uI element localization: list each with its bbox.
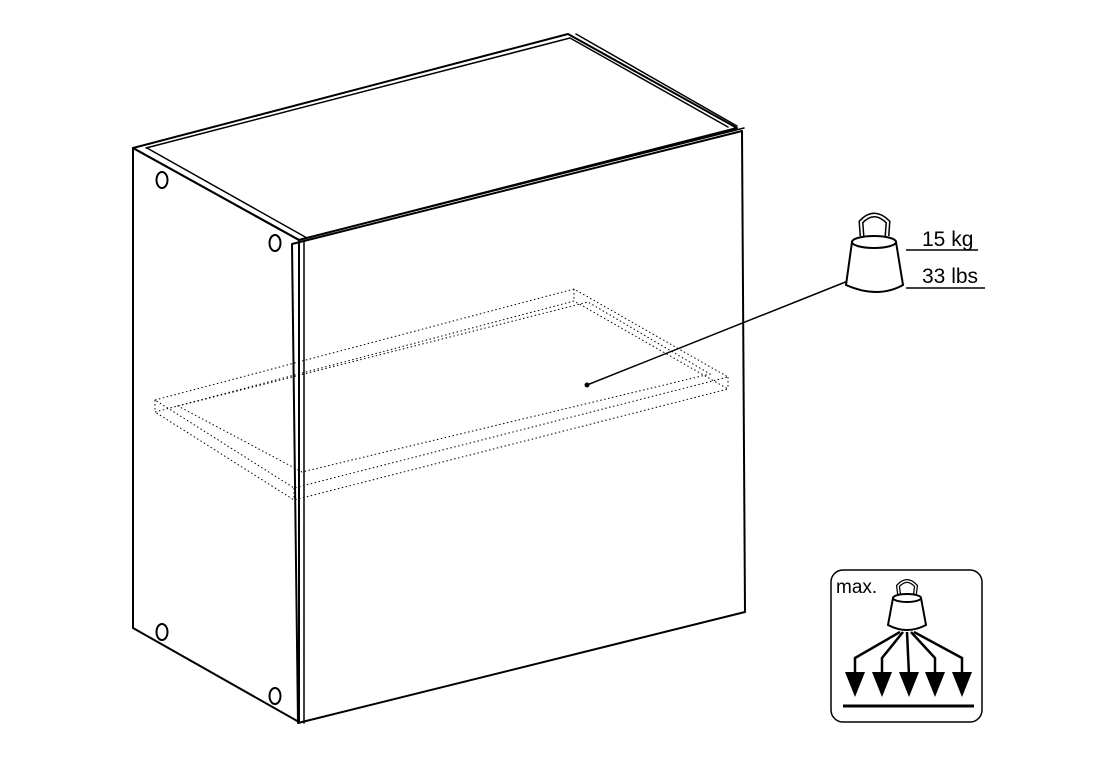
weight-icon — [844, 212, 905, 293]
dowel-hole — [268, 234, 282, 252]
door-edge-top — [297, 127, 745, 241]
dowel-hole — [268, 687, 282, 705]
weight-lbs-label: 33 lbs — [922, 265, 979, 288]
down-arrow-icon — [925, 672, 945, 697]
down-arrow-icon — [899, 672, 919, 697]
weight-kg-label: 15 kg — [922, 228, 974, 251]
hidden-shelf — [153, 288, 730, 501]
down-arrow-icon — [872, 672, 892, 697]
cabinet-front-door — [291, 130, 746, 724]
dowel-hole — [155, 623, 169, 641]
load-point — [584, 382, 590, 388]
dowel-hole — [155, 171, 169, 189]
cabinet-top-edge — [575, 33, 738, 127]
down-arrow-icon — [845, 672, 865, 697]
max-load-icon — [830, 569, 983, 723]
cabinet-top-edge-back — [145, 37, 729, 149]
max-load-label: max. — [836, 577, 878, 598]
load-leader-line — [586, 280, 849, 386]
down-arrow-icon — [952, 672, 972, 697]
cabinet-side-edge-inner — [146, 147, 308, 239]
